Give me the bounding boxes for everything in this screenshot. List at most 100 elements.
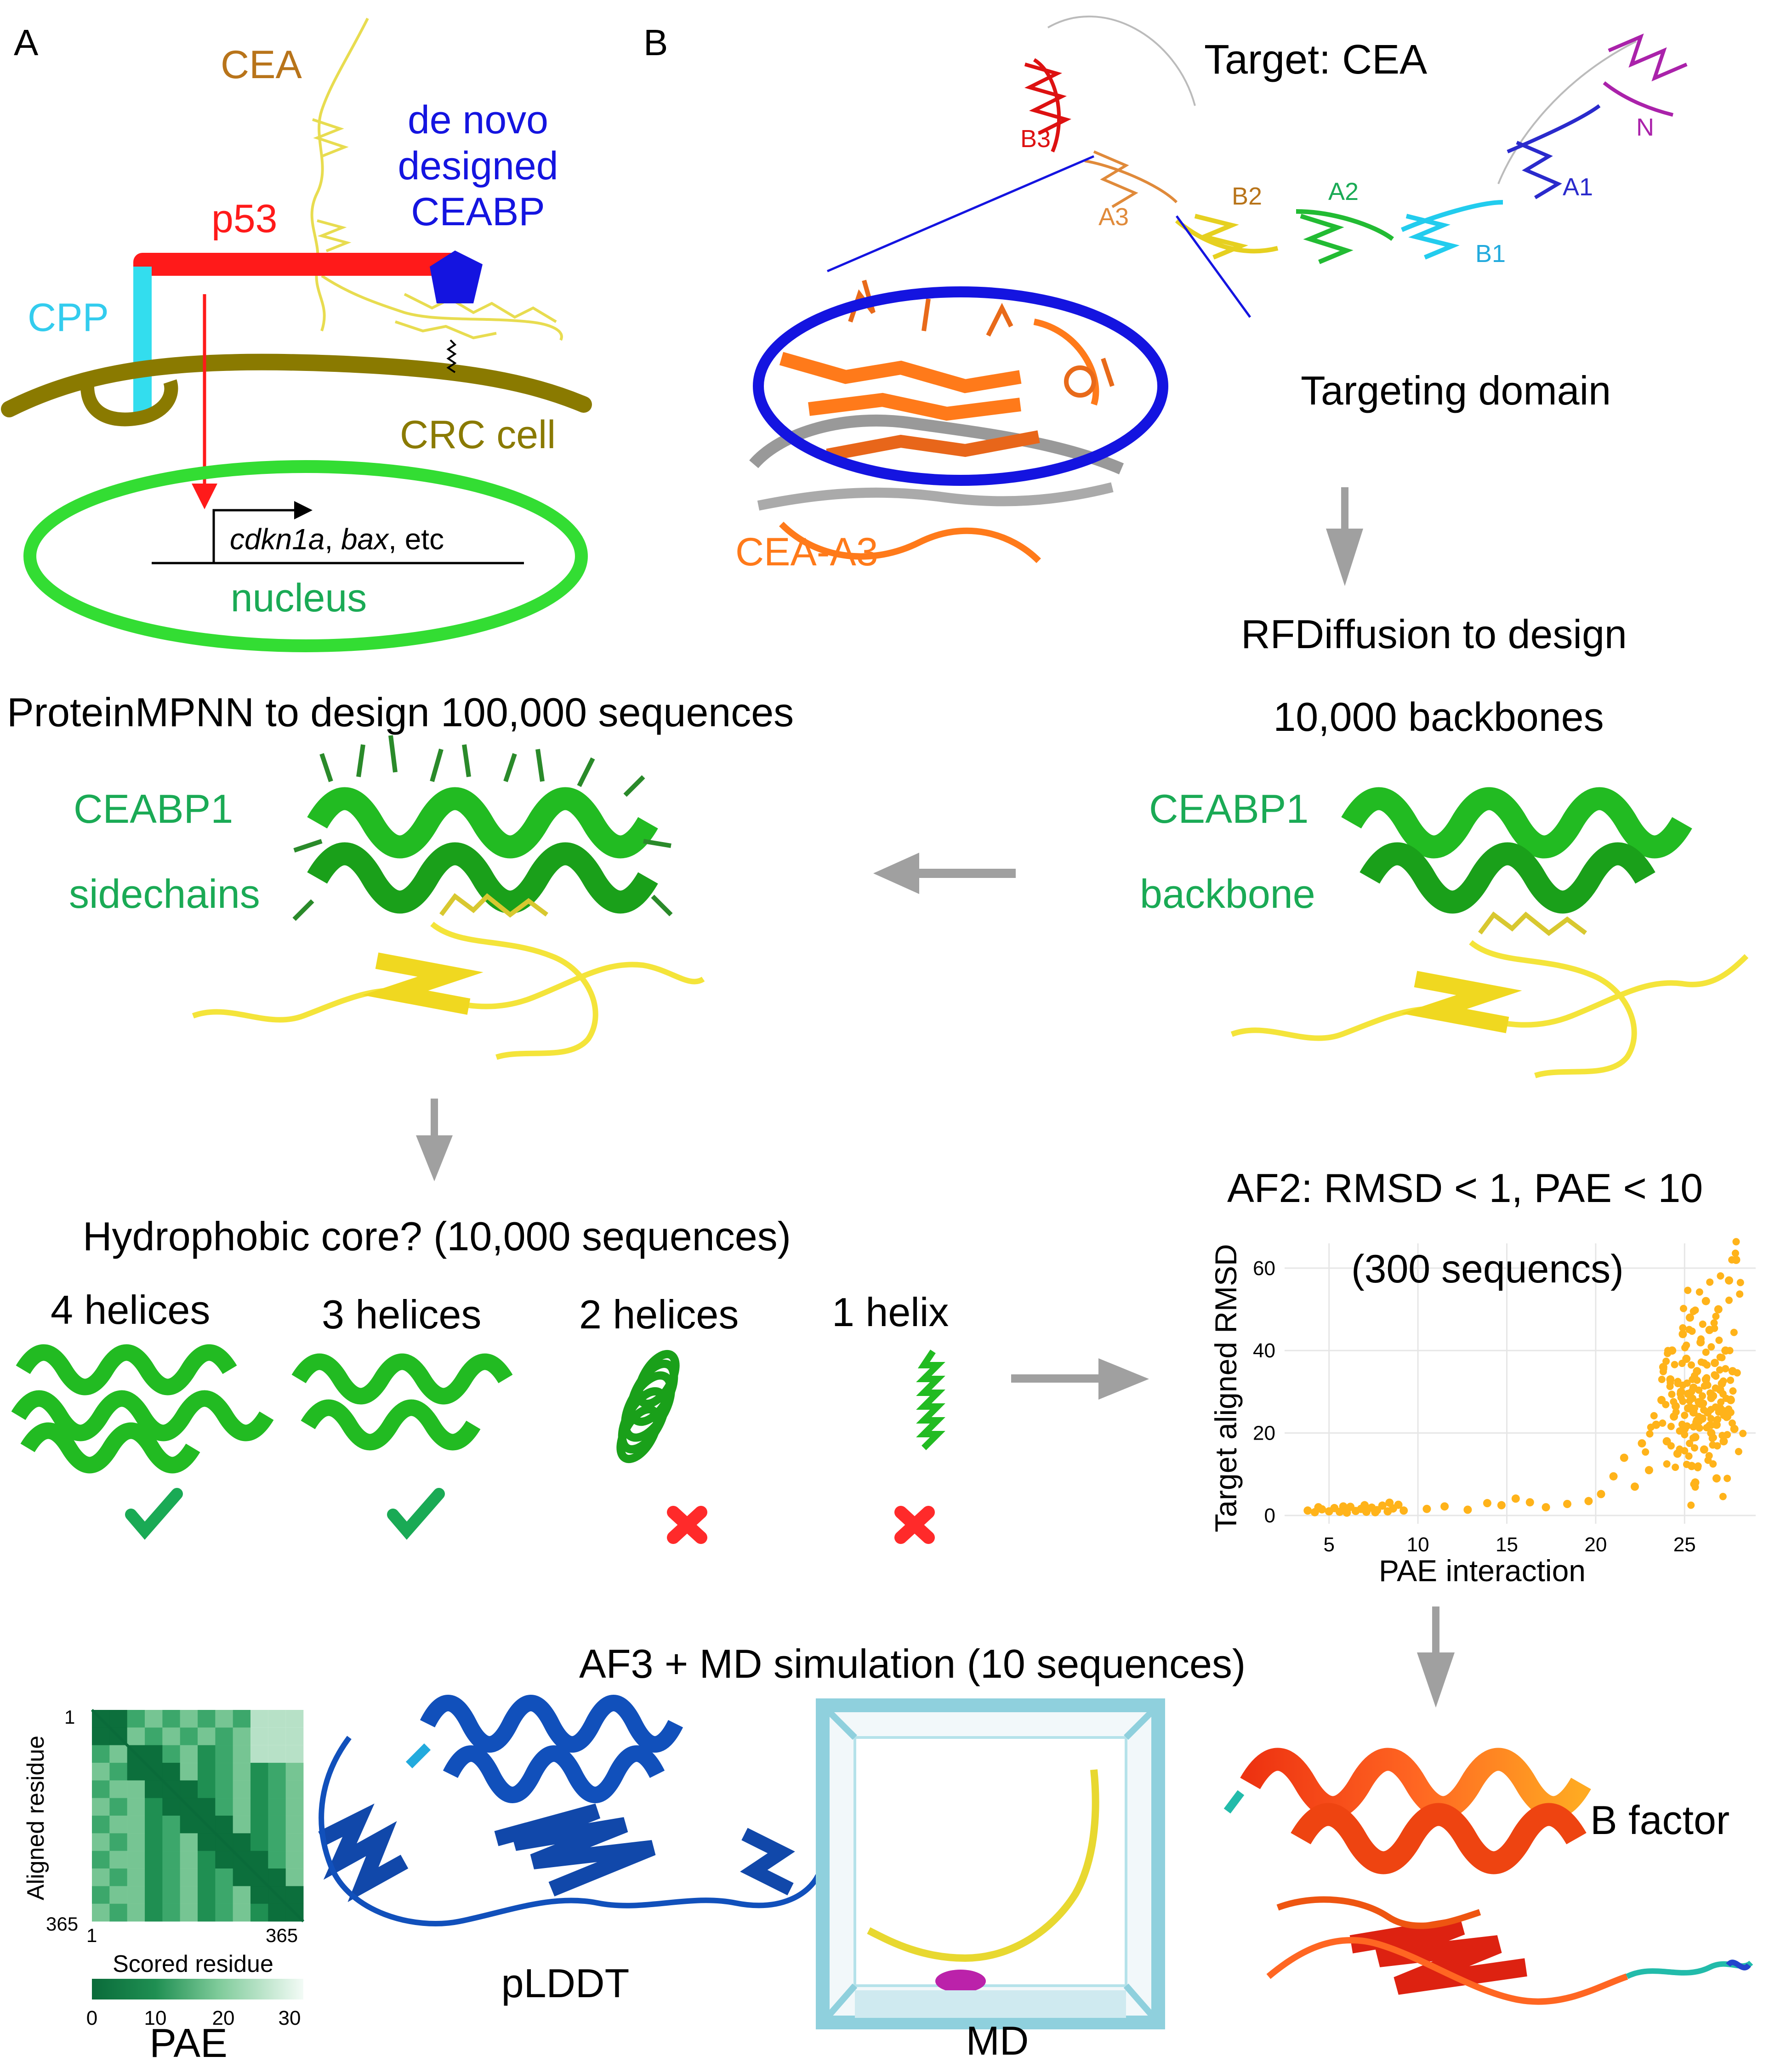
three-helix-bundle	[291, 1353, 513, 1451]
scatter-point-0-38	[1638, 1439, 1646, 1448]
scatter-cloud-point-49-2	[1697, 1398, 1705, 1406]
pae-cell-3-2	[127, 1763, 145, 1781]
scatter-point-0-21	[1385, 1498, 1394, 1507]
af3-md-label: AF3 + MD simulation (10 sequences)	[579, 1641, 1246, 1686]
scatter-point-0-18	[1314, 1503, 1323, 1512]
cea-structure-sketch	[310, 17, 563, 341]
domain-n-sketch	[1603, 33, 1688, 117]
pae-cell-2-11	[285, 1745, 304, 1763]
colorbar-tick-1: 10	[144, 2007, 167, 2029]
domain-b1-sketch	[1401, 200, 1503, 260]
pae-cell-1-5	[180, 1727, 198, 1746]
pae-cell-4-6	[198, 1780, 216, 1799]
helix-option-label-2: 2 helices	[579, 1292, 739, 1337]
pae-cell-6-8	[233, 1816, 251, 1834]
cea-a3-label: CEA-A3	[735, 530, 878, 574]
scatter-cloud-point-34-2	[1720, 1412, 1728, 1419]
pae-cell-9-1	[109, 1868, 128, 1886]
arrow-to-b-factor	[1417, 1606, 1455, 1708]
pae-cell-3-8	[233, 1763, 251, 1781]
pae-cell-7-0	[92, 1833, 110, 1851]
pae-cell-4-2	[127, 1780, 145, 1799]
pae-cell-5-11	[285, 1798, 304, 1816]
pae-cell-11-5	[180, 1903, 198, 1922]
de-novo-label-1: de novo	[408, 98, 548, 142]
check-icon-3-helices	[387, 1488, 445, 1540]
pae-cell-7-3	[145, 1833, 163, 1851]
scatter-cloud-point-33-0	[1718, 1354, 1726, 1361]
pae-cell-7-6	[198, 1833, 216, 1851]
ceabp1-sidechains-sub: sidechains	[69, 871, 260, 917]
scatter-cloud-point-48-0	[1686, 1390, 1694, 1398]
zoom-line-right	[1175, 215, 1252, 318]
scatter-cloud-point-25-0	[1725, 1296, 1733, 1304]
scatter-cloud-point-46-0	[1703, 1380, 1711, 1388]
scatter-point-0-26	[1463, 1505, 1472, 1514]
pae-cell-8-3	[145, 1851, 163, 1869]
scatter-cloud-point-12-0	[1695, 1424, 1703, 1432]
two-helix-coil	[616, 1350, 680, 1464]
pae-cell-10-7	[215, 1886, 233, 1904]
pae-colorbar	[92, 1979, 303, 1999]
pae-cell-9-11	[285, 1868, 304, 1886]
scatter-cloud-point-15-2	[1707, 1343, 1715, 1351]
plddt-label: pLDDT	[501, 1960, 630, 2006]
pae-cell-4-3	[145, 1780, 163, 1799]
nucleus-label: nucleus	[231, 576, 367, 620]
scatter-point-0-28	[1497, 1501, 1506, 1509]
scatter-point-0-74	[1730, 1424, 1739, 1433]
pae-cell-3-4	[162, 1763, 181, 1781]
pae-cell-11-7	[215, 1903, 233, 1922]
scatter-cloud-point-29-0	[1722, 1365, 1729, 1373]
pae-cell-5-2	[127, 1798, 145, 1816]
scatter-cloud-point-41-0	[1683, 1460, 1690, 1468]
scatter-cloud-point-38-2	[1688, 1327, 1696, 1335]
scatter-cloud-point-24-2	[1717, 1398, 1725, 1406]
scatter-y-tick-3: 60	[1253, 1257, 1275, 1280]
scatter-cloud-point-28-2	[1713, 1442, 1721, 1450]
pae-cell-6-10	[268, 1816, 286, 1834]
pae-cell-9-6	[198, 1868, 216, 1886]
hydrophobic-core-label: Hydrophobic core? (10,000 sequences)	[83, 1213, 791, 1259]
scatter-cloud-point-44-2	[1687, 1404, 1695, 1412]
pae-heatmap: 1 365 1 365 Aligned residue Scored resid…	[23, 1706, 305, 2062]
scatter-cloud-point-36-0	[1679, 1324, 1687, 1332]
scatter-cloud-point-41-1	[1687, 1501, 1695, 1509]
scatter-cloud-point-25-1	[1706, 1278, 1714, 1286]
domain-b2-sketch	[1175, 214, 1279, 260]
scatter-point-0-17	[1399, 1506, 1408, 1515]
pae-cell-8-10	[268, 1851, 286, 1869]
scatter-point-0-30	[1525, 1498, 1534, 1507]
arrow-to-hydrophobic-filter	[416, 1099, 453, 1181]
panel-a: A CEA de novo designed CEABP p53 CPP CRC…	[1, 17, 592, 652]
pae-cell-10-9	[250, 1886, 268, 1904]
pae-cell-11-2	[127, 1903, 145, 1922]
scatter-cloud-point-11-0	[1679, 1397, 1687, 1405]
scatter-cloud-point-34-1	[1739, 1430, 1747, 1437]
pae-cell-5-0	[92, 1798, 110, 1816]
pae-y-top: 1	[64, 1706, 75, 1728]
pae-cell-10-2	[127, 1886, 145, 1904]
b-factor-structure	[1223, 1748, 1753, 2005]
scatter-cloud-point-29-2	[1730, 1328, 1738, 1336]
pae-cell-4-1	[109, 1780, 128, 1799]
scatter-point-0-68	[1719, 1437, 1728, 1446]
anchor-squiggle	[446, 339, 457, 373]
scatter-y-label: Target aligned RMSD	[1209, 1244, 1243, 1532]
targeting-domain-ellipse	[753, 286, 1168, 486]
pae-cell-9-3	[145, 1868, 163, 1886]
gene-etc: , etc	[388, 523, 444, 556]
pae-cell-2-3	[145, 1745, 163, 1763]
ceabp1-sidechains-title: CEABP1	[74, 786, 233, 832]
scatter-cloud-point-18-0	[1702, 1348, 1710, 1356]
scatter-cloud-point-15-0	[1699, 1320, 1707, 1328]
scatter-cloud-point-47-0	[1727, 1408, 1735, 1416]
pae-cell-5-4	[162, 1798, 181, 1816]
scatter-cloud-point-22-2	[1707, 1415, 1715, 1423]
scatter-cloud-point-3-1	[1658, 1376, 1666, 1384]
pae-cell-11-9	[250, 1903, 268, 1922]
scatter-cloud-point-43-0	[1670, 1398, 1678, 1406]
scatter-cloud-point-24-1	[1712, 1416, 1720, 1424]
scatter-cloud-point-6-1	[1667, 1379, 1674, 1387]
scatter-cloud-point-25-2	[1710, 1319, 1718, 1327]
